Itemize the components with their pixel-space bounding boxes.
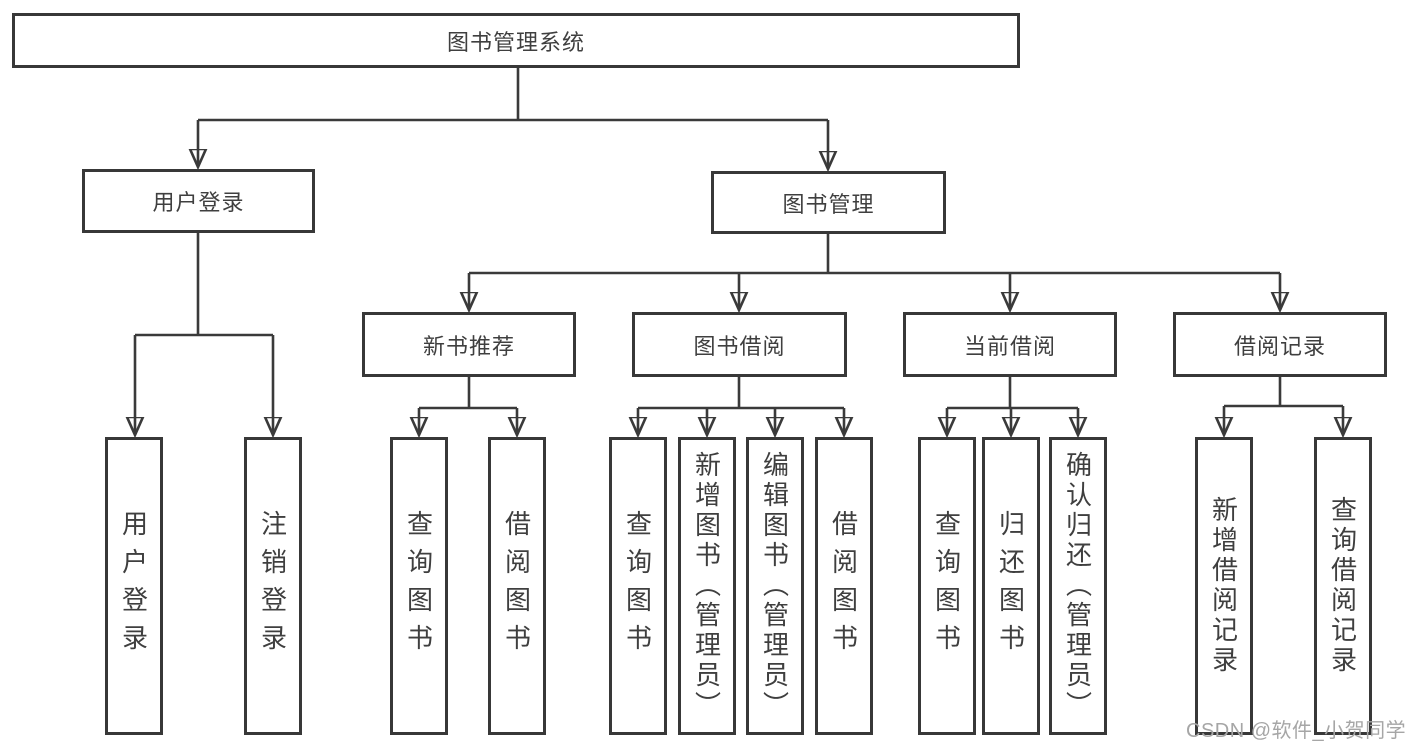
node-book-management: 图书管理 [711, 171, 946, 234]
node-user-login: 用户登录 [82, 169, 315, 233]
leaf-edit-books-admin: 编辑图书（管理员） [746, 437, 804, 735]
leaf-user-login: 用户登录 [105, 437, 163, 735]
csdn-watermark: CSDN @软件_小贺同学 [1186, 720, 1405, 742]
leaf-add-borrow-record: 新增借阅记录 [1195, 437, 1253, 735]
leaf-query-books-current: 查询图书 [918, 437, 976, 735]
node-new-book-recommend: 新书推荐 [362, 312, 576, 377]
leaf-borrow-books: 借阅图书 [815, 437, 873, 735]
leaf-add-books-admin: 新增图书（管理员） [678, 437, 736, 735]
leaf-query-borrow-record: 查询借阅记录 [1314, 437, 1372, 735]
leaf-confirm-return-admin: 确认归还（管理员） [1049, 437, 1107, 735]
node-borrowing-records: 借阅记录 [1173, 312, 1387, 377]
node-current-borrowing: 当前借阅 [903, 312, 1117, 377]
node-book-borrowing: 图书借阅 [632, 312, 847, 377]
leaf-return-books: 归还图书 [982, 437, 1040, 735]
node-library-system: 图书管理系统 [12, 13, 1020, 68]
leaf-query-books-borrow: 查询图书 [609, 437, 667, 735]
leaf-logout: 注销登录 [244, 437, 302, 735]
leaf-borrow-books-newrec: 借阅图书 [488, 437, 546, 735]
leaf-query-books-newrec: 查询图书 [390, 437, 448, 735]
